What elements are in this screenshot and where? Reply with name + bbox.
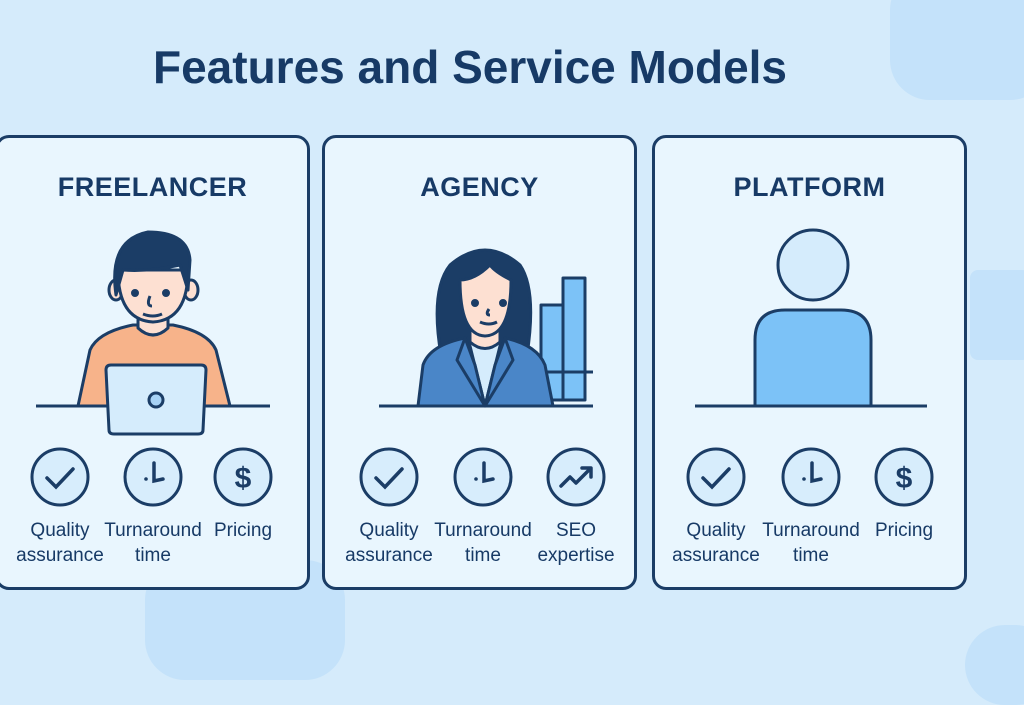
feature-label: Quality	[30, 520, 90, 541]
feature-label: expertise	[537, 545, 615, 566]
check-icon	[359, 447, 419, 507]
feature-label: time	[135, 545, 171, 566]
feature-pricing: $ Pricing	[188, 446, 298, 543]
background-shape	[890, 0, 1024, 100]
feature-quality-assurance: Quality assurance	[661, 446, 771, 568]
svg-text:$: $	[896, 462, 913, 495]
feature-label: Pricing	[213, 520, 273, 541]
feature-label: Turnaround	[434, 520, 532, 541]
feature-label: Turnaround	[104, 520, 202, 541]
dollar-icon: $	[874, 447, 934, 507]
feature-quality-assurance: Quality assurance	[334, 446, 444, 568]
agency-illustration	[379, 248, 593, 408]
feature-turnaround-time: Turnaround time	[98, 446, 208, 568]
card-platform: PLATFORM Quality assurance Turnaround time…	[652, 135, 967, 590]
check-icon	[686, 447, 746, 507]
feature-label: Pricing	[874, 520, 934, 541]
clock-icon	[781, 447, 841, 507]
feature-pricing: $ Pricing	[849, 446, 959, 543]
feature-quality-assurance: Quality assurance	[5, 446, 115, 568]
feature-label: Turnaround	[762, 520, 860, 541]
freelancer-illustration	[36, 230, 270, 436]
background-shape	[970, 270, 1024, 360]
feature-label: assurance	[345, 545, 433, 566]
feature-label: Quality	[686, 520, 746, 541]
svg-text:$: $	[235, 462, 252, 495]
trend-up-icon	[546, 447, 606, 507]
card-title: AGENCY	[420, 172, 539, 202]
page-title: Features and Service Models	[152, 41, 788, 93]
feature-label: Quality	[359, 520, 419, 541]
feature-label: time	[793, 545, 829, 566]
feature-seo-expertise: SEO expertise	[521, 446, 631, 568]
card-title: FREELANCER	[57, 172, 248, 202]
dollar-icon: $	[213, 447, 273, 507]
feature-turnaround-time: Turnaround time	[428, 446, 538, 568]
clock-icon	[453, 447, 513, 507]
card-freelancer: FREELANCER Quality assurance Turnaround ti…	[0, 135, 310, 590]
clock-icon	[123, 447, 183, 507]
card-title: PLATFORM	[733, 172, 886, 202]
feature-label: assurance	[672, 545, 760, 566]
background-shape	[965, 625, 1024, 705]
feature-label: assurance	[16, 545, 104, 566]
feature-label: SEO	[555, 520, 597, 541]
check-icon	[30, 447, 90, 507]
feature-turnaround-time: Turnaround time	[756, 446, 866, 568]
platform-user-illustration	[695, 228, 927, 408]
feature-label: time	[465, 545, 501, 566]
card-agency: AGENCY Quality assurance Turnaround time S…	[322, 135, 637, 590]
